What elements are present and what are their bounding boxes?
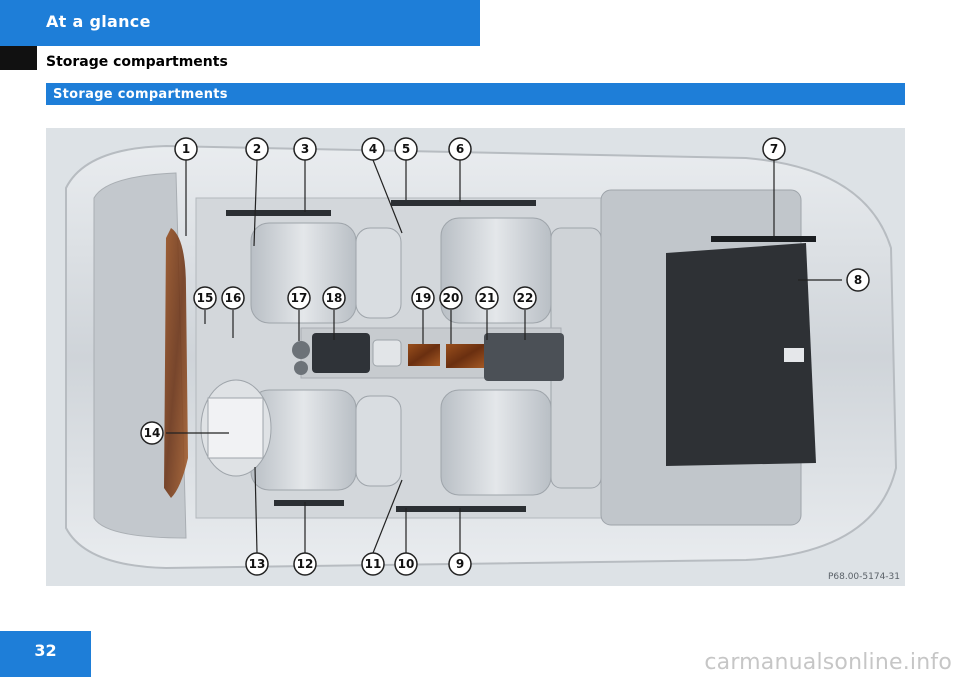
callout-11: 11 [365,557,382,571]
subsection-bar: Storage compartments [46,83,905,105]
callout-16: 16 [225,291,242,305]
watermark: carmanualsonline.info [704,650,952,675]
callout-22: 22 [517,291,534,305]
callout-4: 4 [369,142,377,156]
page-number: 32 [34,641,57,660]
figure-code: P68.00-5174-31 [827,572,900,582]
callout-21: 21 [479,291,496,305]
callout-19: 19 [415,291,432,305]
callout-18: 18 [326,291,343,305]
callout-2: 2 [253,142,261,156]
subsection-title: Storage compartments [53,87,228,102]
callout-13: 13 [249,557,266,571]
section-header-bar: At a glance [0,0,480,46]
section-title: At a glance [46,12,151,31]
callout-6: 6 [456,142,464,156]
callout-3: 3 [301,142,309,156]
callout-14: 14 [144,426,161,440]
vehicle-interior-figure: 1 2 3 4 5 6 7 8 9 10 11 12 13 14 15 16 1… [46,128,905,586]
page-title: Storage compartments [46,54,228,70]
callout-12: 12 [297,557,314,571]
callout-10: 10 [398,557,415,571]
page-number-box: 32 [0,631,91,677]
callout-5: 5 [402,142,410,156]
callout-15: 15 [197,291,214,305]
callout-1: 1 [182,142,190,156]
callout-9: 9 [456,557,464,571]
callout-17: 17 [291,291,308,305]
callout-7: 7 [770,142,778,156]
callout-8: 8 [854,273,862,287]
callout-20: 20 [443,291,460,305]
edge-marker [0,46,37,70]
vehicle-topview-illustration: 1 2 3 4 5 6 7 8 9 10 11 12 13 14 15 16 1… [65,137,898,576]
